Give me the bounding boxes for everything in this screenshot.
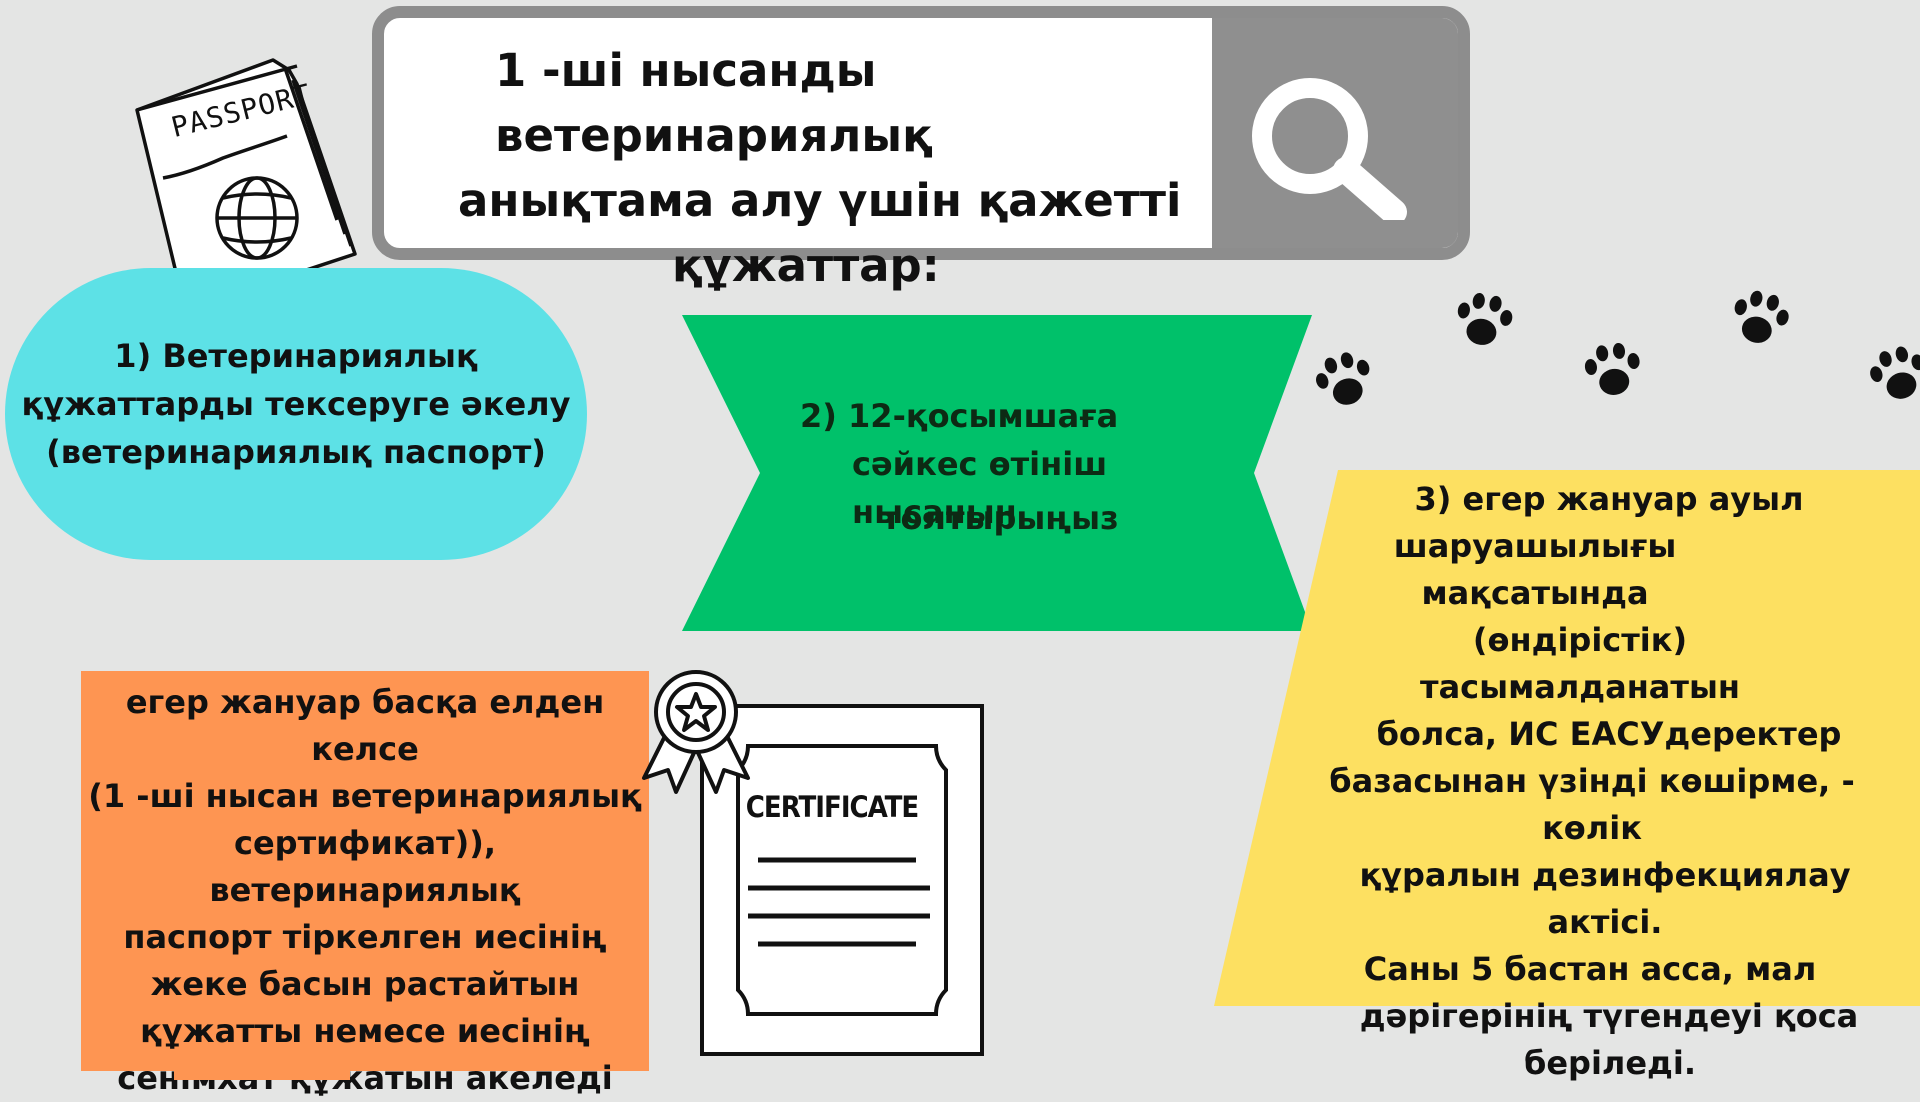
step2-line: 2) 12-қосымшаға (800, 397, 1119, 435)
step3-trapezoid-shape (1214, 470, 1920, 1006)
search-icon (1252, 78, 1407, 220)
step2-text: 2) 12-қосымшаға сәйкес өтініш нысанын то… (800, 392, 1140, 537)
orange-line: паспорт тіркелген иесінің (123, 918, 607, 956)
globe-icon (215, 176, 299, 260)
foreign-animal-box-tail (174, 1062, 350, 1080)
foreign-animal-box: егер жануар басқа елден келсе (1 -ші ныс… (81, 671, 649, 1097)
step3-line: дәрігерінің түгендеуі қоса (1359, 997, 1859, 1035)
orange-line: сенімхат құжатын акеледі (117, 1059, 613, 1097)
step1-line: құжаттарды тексеруге әкелу (21, 385, 571, 423)
title-line-3: құжаттар: (672, 239, 940, 292)
step3-text: 3) егер жануар ауыл шаруашылығы мақсатын… (1310, 476, 1910, 1087)
foreign-animal-text: егер жануар басқа елден келсе (1 -ші ныс… (81, 679, 649, 1102)
certificate-label: CERTIFICATE (745, 790, 920, 824)
step3-line: құралын дезинфекциялау актісі. (1359, 856, 1851, 941)
title-line-2: анықтама алу үшін қажетті (458, 174, 1182, 227)
orange-line: құжатты немесе иесінің (140, 1012, 590, 1050)
step3-line: Саны 5 бастан асса, мал (1363, 950, 1817, 988)
step3-line: (өндірістік) тасымалданатын (1420, 621, 1740, 706)
award-badge-icon (642, 670, 750, 794)
step1-text: 1) Ветеринариялық құжаттарды тексеруге ә… (22, 332, 571, 476)
orange-line: (1 -ші нысан ветеринариялық (88, 777, 642, 815)
search-bar-frame (372, 6, 1470, 260)
step3-line: 3) егер жануар ауыл (1414, 480, 1804, 518)
step2-ribbon-shape (682, 315, 1312, 631)
orange-line: жеке басын растайтын (150, 965, 580, 1003)
step1-pill: 1) Ветеринариялық құжаттарды тексеруге ә… (5, 268, 587, 560)
step1-line: 1) Ветеринариялық (114, 337, 478, 375)
page-title: 1 -ші нысанды ветеринариялық анықтама ал… (450, 38, 1310, 298)
certificate-icon (642, 670, 984, 1056)
orange-line: егер жануар басқа елден келсе (125, 683, 605, 768)
step2-line: сәйкес өтініш (852, 445, 1108, 483)
paw-print-icon (1457, 292, 1513, 345)
paw-print-icon (1316, 352, 1370, 405)
step1-line: (ветеринариялық паспорт) (46, 433, 546, 471)
step3-line: шаруашылығы мақсатында (1393, 527, 1677, 612)
orange-line: сертификат)), ветеринариялық (209, 824, 521, 909)
step2-line: нысанын (852, 493, 1017, 531)
paw-print-icon (1734, 290, 1789, 343)
title-line-1: 1 -ші нысанды ветеринариялық (495, 44, 933, 162)
paw-print-icon (1870, 346, 1920, 399)
step3-line: беріледі. (1523, 1044, 1697, 1082)
step2-line: толтырыңыз (882, 499, 1119, 537)
paw-print-icon (1584, 342, 1640, 395)
search-button (1212, 18, 1458, 248)
step3-line: базасынан үзінді көшірме, - көлік (1329, 762, 1855, 847)
step3-line: болса, ИС ЕАСУдеректер (1376, 715, 1842, 753)
